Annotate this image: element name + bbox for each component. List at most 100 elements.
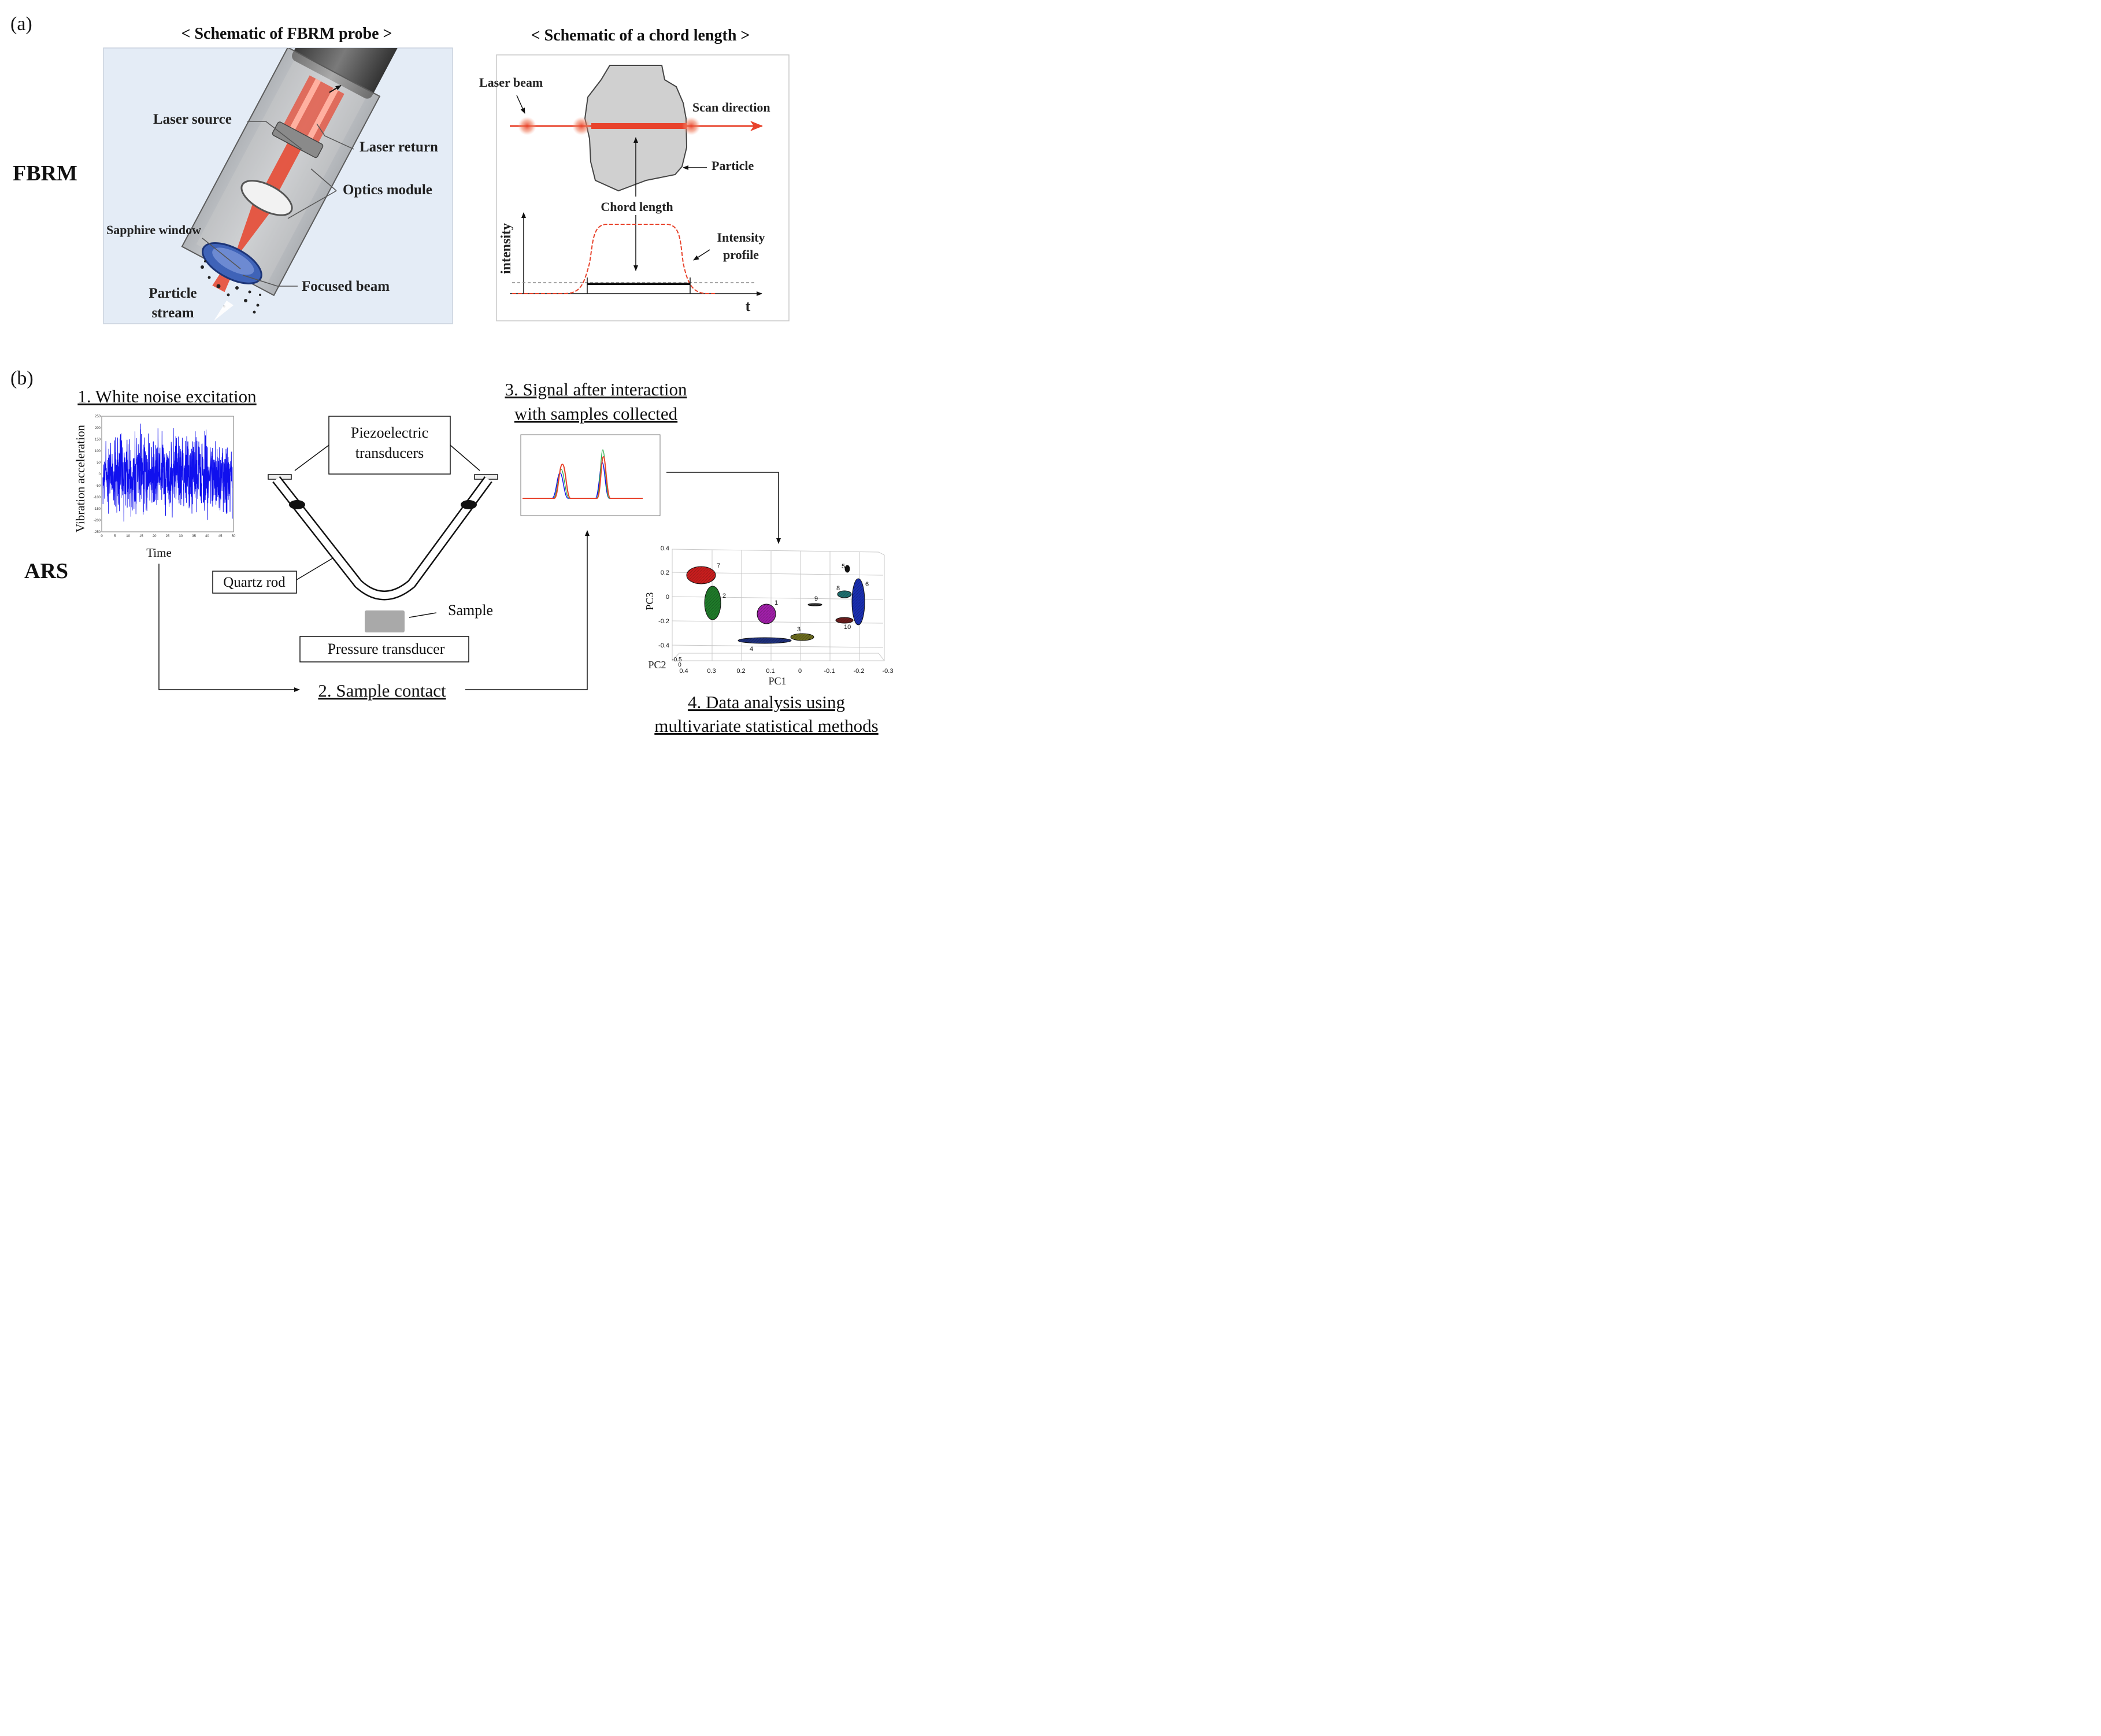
quartz-rod-outer [272, 476, 492, 601]
quartz-rod-label: Quartz rod [223, 575, 286, 590]
laser-spot [572, 117, 591, 135]
pca-pc1-tick: -0.2 [854, 668, 865, 675]
noise-ytick-label: 250 [95, 415, 101, 419]
pca-cluster-mesh [705, 586, 721, 620]
pca-cluster-label: 4 [750, 646, 753, 653]
noise-ylabel: Vibration acceleration [73, 425, 87, 532]
pca-pc1-tick: 0.1 [766, 668, 775, 675]
pca-cluster-mesh [791, 634, 814, 641]
flow-arrow-2-to-3 [465, 530, 590, 690]
step4-title-line2: multivariate statistical methods [654, 716, 878, 736]
signal-plot-frame [520, 434, 661, 516]
label-sapphire-window: Sapphire window [106, 223, 201, 237]
pca-cluster-mesh [808, 604, 822, 606]
flow-arrow-3-to-4 [666, 472, 781, 544]
pca-cluster-label: 10 [844, 624, 851, 631]
noise-ytick-label: -100 [94, 496, 101, 499]
laser-spot [518, 117, 536, 135]
intensity-profile-curve [512, 224, 717, 294]
noise-xtick-label: 50 [232, 535, 236, 538]
noise-ytick-label: -250 [94, 531, 101, 534]
label-laser-source: Laser source [153, 112, 232, 127]
pca-pc1-tick: -0.1 [824, 668, 835, 675]
pca-pc2-tick: -0.5 [672, 657, 682, 663]
panel-a: (a) FBRM < Schematic of FBRM probe > [10, 13, 790, 324]
pca-pc1-tick: 0.4 [679, 668, 688, 675]
piezo-label-box [328, 416, 451, 475]
pca-pc1-tick: -0.3 [883, 668, 894, 675]
noise-xtick-label: 25 [166, 535, 170, 538]
pca-cluster-mesh [757, 604, 776, 624]
panel-a-letter: (a) [10, 13, 32, 35]
noise-ytick-label: 0 [99, 473, 101, 476]
pca-pc3-tick: 0 [666, 594, 669, 601]
pca-xlabel: PC1 [768, 675, 786, 687]
label-particle: Particle [712, 158, 754, 173]
label-particle-stream-line2: stream [151, 305, 194, 321]
chord-length-schematic: < Schematic of a chord length > Laser be… [479, 27, 790, 321]
noise-ytick-label: 150 [95, 438, 101, 442]
fbrm-probe-schematic: < Schematic of FBRM probe > [103, 25, 453, 324]
label-focused-beam: Focused beam [302, 279, 390, 294]
ars-apparatus: Piezoelectric transducers Quartz rod Sam… [212, 416, 498, 662]
label-laser-beam: Laser beam [479, 75, 543, 90]
sample-label: Sample [448, 602, 493, 619]
pca-cluster-label: 6 [865, 581, 869, 588]
step4-title-line1: 4. Data analysis using [688, 692, 845, 712]
pca-cluster-mesh [838, 591, 851, 598]
chord-segment [591, 123, 687, 129]
step2-sample-contact: 2. Sample contact [158, 530, 590, 701]
pca-cluster-label: 7 [717, 562, 720, 569]
noise-ytick-label: 100 [95, 450, 101, 453]
noise-xtick-label: 5 [114, 535, 116, 538]
step1-title: 1. White noise excitation [77, 386, 257, 406]
laser-spot [682, 117, 701, 135]
label-intensity-profile-line1: Intensity [717, 230, 765, 245]
chord-title: < Schematic of a chord length > [531, 27, 750, 45]
step3-title-line1: 3. Signal after interaction [505, 379, 687, 399]
pressure-transducer-label: Pressure transducer [328, 641, 445, 657]
sample-block [365, 610, 405, 632]
step2-title: 2. Sample contact [318, 680, 446, 701]
pca-pc2-tick: 0 [678, 662, 681, 668]
label-intensity-profile-line2: profile [723, 247, 759, 262]
noise-xtick-label: 30 [179, 535, 183, 538]
step3-title-line2: with samples collected [514, 404, 678, 424]
panel-b-letter: (b) [10, 368, 34, 389]
label-t-axis: t [746, 298, 751, 314]
quartz-rod-inner [273, 477, 491, 599]
rod-clamp-right [461, 500, 477, 509]
rod-clamp-left [289, 500, 305, 509]
piezo-label-line1: Piezoelectric [351, 424, 428, 441]
label-scan-direction: Scan direction [692, 100, 770, 114]
pca-cluster-label: 3 [797, 626, 801, 633]
row-label-fbrm: FBRM [13, 161, 77, 186]
pca-cluster-mesh [738, 638, 791, 643]
noise-xtick-label: 45 [218, 535, 223, 538]
pca-zlabel: PC2 [648, 659, 666, 671]
step3-signal-collected: 3. Signal after interaction with samples… [505, 379, 781, 544]
row-label-ars: ARS [24, 559, 68, 583]
label-chord-length: Chord length [601, 199, 673, 214]
pca-pc1-tick: 0.2 [736, 668, 745, 675]
noise-ytick-label: -150 [94, 508, 101, 511]
panel-b: (b) ARS 1. White noise excitation 250200… [10, 368, 893, 736]
pca-pc3-tick: -0.4 [658, 642, 669, 649]
pca-pc3-tick: 0.4 [661, 545, 669, 552]
pca-pc1-tick: 0.3 [707, 668, 716, 675]
pca-cluster-label: 8 [836, 585, 840, 592]
pca-cluster-label: 9 [814, 595, 818, 602]
pca-pc3-tick: 0.2 [661, 569, 669, 576]
pca-pc1-tick: 0 [798, 668, 802, 675]
quartz-rod-label-box [212, 571, 297, 594]
noise-ytick-label: -50 [95, 484, 101, 488]
noise-xlabel: Time [146, 546, 172, 560]
piezo-label-line2: transducers [355, 445, 424, 461]
probe-title: < Schematic of FBRM probe > [181, 25, 392, 43]
noise-xtick-label: 20 [153, 535, 157, 538]
